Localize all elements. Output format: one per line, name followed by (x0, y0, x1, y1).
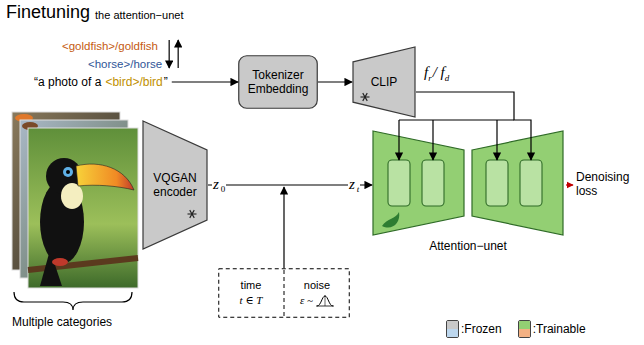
dashed-outline (219, 269, 350, 318)
attention-block (486, 160, 508, 206)
attention-block (388, 160, 410, 206)
branch (28, 258, 138, 270)
text-cell: noise (284, 279, 350, 292)
prompt-arrow (172, 81, 238, 82)
attention-block (520, 160, 542, 206)
prompt-text: ” (164, 76, 168, 90)
text-holder: Attention−unet (372, 239, 564, 253)
latent-subscript: 0 (220, 184, 227, 194)
noise-injection-arrow (283, 187, 284, 268)
leaf-icon (382, 212, 399, 228)
title-suffix: the attention−unet (95, 9, 183, 22)
snowflake-stroke (363, 93, 368, 101)
toucan-undertail (52, 258, 68, 266)
unet-decoder-half (472, 131, 563, 235)
unet-encoder-half (373, 131, 464, 235)
snowflake-stroke (190, 210, 195, 218)
category-token: <bird>/bird (105, 76, 162, 90)
node-text: ε ~ (300, 294, 313, 307)
legend-swatch (446, 320, 459, 338)
toucan-throat (61, 183, 83, 209)
brace (14, 292, 132, 310)
text-holder: CLIP (352, 46, 416, 118)
legend-item: :Trainable (518, 320, 586, 338)
toucan-eye-ring (63, 167, 73, 177)
dashed-divider (284, 270, 285, 316)
swatch-color-alt (519, 329, 530, 337)
swatch-color (447, 321, 458, 329)
latent-symbol: z (348, 176, 356, 193)
vqgan-encoder: VQGAN encoder (142, 120, 208, 250)
node-outline (372, 130, 564, 236)
toucan-eye (66, 170, 70, 174)
swatch-color (519, 321, 530, 329)
feature-branch (496, 120, 497, 160)
frozen-icon (361, 93, 370, 101)
swatch-color-alt (447, 329, 458, 337)
category-token: <goldfish>/goldfish (62, 40, 158, 53)
latent-subscript: t (356, 184, 361, 194)
trapezoid-outline (143, 121, 207, 249)
text-cell: t ∈ T (218, 294, 284, 307)
snowflake-stroke (190, 210, 195, 218)
image-stack (12, 112, 138, 288)
text-grid: time t ∈ T noise ε ~ (218, 268, 350, 318)
attention-unet: Attention−unet (372, 130, 564, 258)
node-text: noise (304, 279, 330, 292)
latent-symbol: z (212, 176, 220, 193)
swap-arrow-down (169, 40, 170, 68)
time-noise-box: time t ∈ T noise ε ~ (218, 268, 350, 318)
feature-symbol: f (424, 64, 428, 81)
photo-frame (28, 128, 138, 288)
node-label: Attention−unet (372, 239, 564, 253)
gaussian-icon (316, 294, 334, 307)
toucan-beak (76, 164, 134, 190)
loss-label: Denoising loss (576, 171, 640, 199)
feature-branch (432, 120, 433, 160)
diagram-title: Finetuning (6, 2, 90, 23)
legend-text: :Trainable (533, 322, 586, 336)
clip-encoder: CLIP (352, 46, 416, 118)
node-text: CLIP (371, 75, 398, 89)
node-text: time (241, 279, 262, 292)
feature-symbol: / f (433, 64, 445, 81)
frozen-icon (188, 210, 197, 218)
attention-block (422, 160, 444, 206)
swap-arrow-up (178, 40, 179, 68)
connector-arrow (318, 81, 352, 82)
loss-arrow (566, 184, 573, 185)
legend: :Frozen :Trainable (446, 320, 586, 338)
legend-text: :Frozen (461, 322, 502, 336)
node-text: VQGAN encoder (148, 171, 202, 200)
node-outline (218, 268, 350, 318)
feature-branch (398, 120, 399, 160)
node-text: Tokenizer Embedding (245, 68, 311, 97)
toucan-body (40, 180, 84, 264)
text-holder: Tokenizer Embedding (238, 55, 318, 109)
embedding-box: Tokenizer Embedding (238, 55, 318, 109)
node-text: t ∈ T (240, 294, 263, 307)
prompt-text: “a photo of a (34, 76, 101, 90)
category-token: <horse>/horse (88, 58, 162, 71)
box-outline (239, 56, 318, 109)
feature-subscript: d (445, 73, 450, 83)
legend-swatch (518, 320, 531, 338)
legend-item: :Frozen (446, 320, 502, 338)
snowflake-stroke (363, 93, 368, 101)
text-cell: ε ~ (284, 294, 350, 307)
icon-curve (317, 296, 333, 306)
feature-subscript: r (428, 73, 432, 83)
text-holder: VQGAN encoder (142, 120, 208, 250)
trapezoid-outline (353, 47, 415, 117)
icon-axis (325, 295, 326, 306)
text-cell: time (218, 279, 284, 292)
caption-label: Multiple categories (12, 316, 112, 330)
